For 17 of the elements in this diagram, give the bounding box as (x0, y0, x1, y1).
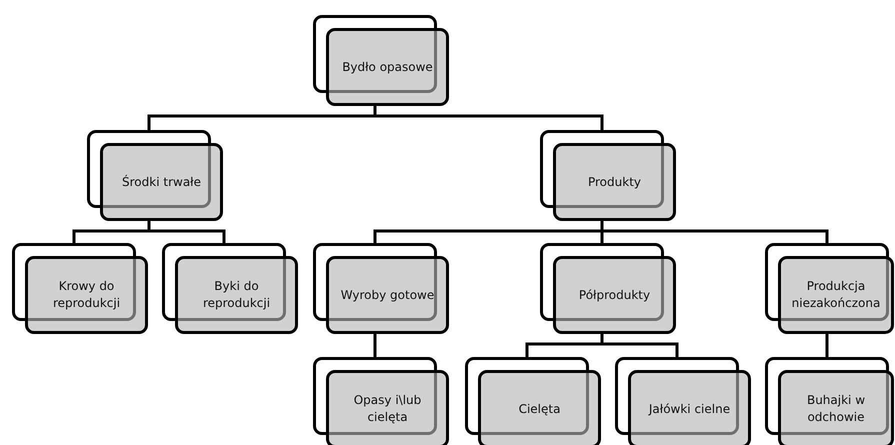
connector-line (600, 221, 828, 243)
node-label: Jałówki cielne (648, 400, 730, 418)
connector-line (374, 334, 376, 357)
connector-line (826, 334, 828, 357)
node-label: Produkcja niezakończona (790, 278, 882, 312)
node-label: Produkty (588, 174, 641, 190)
node-label: Cielęta (518, 400, 560, 418)
node-label: Środki trwałe (122, 174, 201, 190)
node-label: Wyroby gotowe (340, 286, 434, 304)
node-label: Byki do reprodukcji (202, 278, 272, 312)
connector-line (600, 334, 678, 357)
node-label: Półprodukty (578, 286, 650, 304)
node-label: Buhajki w odchowie (806, 392, 866, 426)
connector-line (148, 221, 226, 243)
node-label: Opasy i\lub cielęta (352, 392, 422, 426)
node-label: Krowy do reprodukcji (52, 278, 122, 312)
node-label: Bydło opasowe (342, 58, 433, 76)
